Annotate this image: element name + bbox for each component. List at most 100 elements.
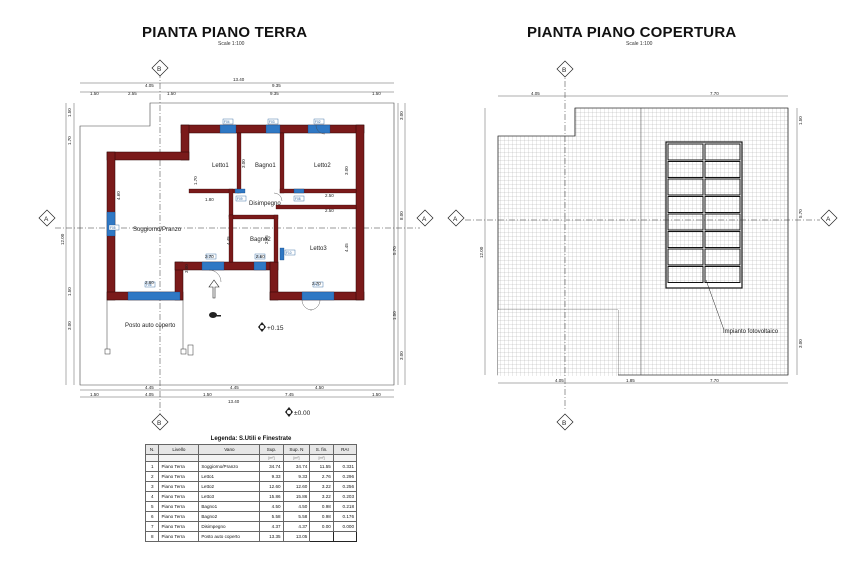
svg-text:A: A <box>453 216 458 223</box>
svg-text:1.70: 1.70 <box>193 176 198 185</box>
svg-text:2.50: 2.50 <box>325 208 334 213</box>
table-cell: Bagno2 <box>198 511 261 522</box>
table-cell: 13.35 <box>259 531 284 542</box>
dim-text: 1.50 <box>372 392 381 397</box>
pv-panel <box>667 196 704 213</box>
ground-floor-plan: 13.40 4.05 9.35 1.50 2.55 1.50 9.35 1.50… <box>38 59 434 431</box>
legend-title: Legenda: S.Utili e Finestrate <box>210 436 292 442</box>
pv-panel <box>667 143 704 161</box>
pv-panel <box>704 161 741 178</box>
table-cell: 4.50 <box>259 501 284 512</box>
dim-text: 5.70 <box>798 209 803 218</box>
pv-panel <box>704 143 741 161</box>
table-cell: Letto1 <box>198 471 261 482</box>
pv-panels <box>667 143 741 283</box>
svg-text:2.70: 2.70 <box>205 254 214 259</box>
table-cell: Soggiorno/Pranzo <box>198 461 261 472</box>
svg-text:B: B <box>157 420 161 427</box>
section-marker-b-bottom: B <box>151 413 169 431</box>
dim-text: 12.00 <box>479 246 484 258</box>
table-cell: Piano Terra <box>158 521 200 532</box>
table-cell: Piano Terra <box>158 531 200 542</box>
window-tag-text: F08 <box>295 197 301 201</box>
room-label-bagno2: Bagno2 <box>250 237 271 243</box>
svg-text:2.70: 2.70 <box>312 281 321 286</box>
table-cell <box>332 531 358 542</box>
dim-text: 7.70 <box>710 91 719 96</box>
pv-panel <box>704 196 741 213</box>
pv-panel <box>704 231 741 248</box>
table-cell: 6 <box>144 511 160 522</box>
dim-text: 9.35 <box>270 91 279 96</box>
table-cell: 4.37 <box>282 521 311 532</box>
room-label-letto1: Letto1 <box>212 163 229 169</box>
svg-text:3.00: 3.00 <box>184 264 189 273</box>
dim-text: 3.00 <box>399 351 404 360</box>
pv-panel <box>704 248 741 266</box>
svg-text:4.60: 4.60 <box>116 191 121 200</box>
room-label-soggiorno: Soggiorno/Pranzo <box>133 227 182 233</box>
unit-cell: [m²] <box>309 454 334 462</box>
dim-text: 4.45 <box>145 385 154 390</box>
table-cell: Piano Terra <box>158 481 200 492</box>
svg-text:3.00: 3.00 <box>241 159 246 168</box>
window-tag-text: F10 <box>286 251 292 255</box>
window-tag-text: F01 <box>256 255 262 259</box>
pv-panel <box>704 178 741 196</box>
dim-text: 8.00 <box>399 211 404 220</box>
svg-text:B: B <box>157 66 161 73</box>
roof-section-marker-a-left: A <box>447 209 465 227</box>
door-swings <box>208 124 326 311</box>
section-marker-a-left: A <box>38 209 56 227</box>
roof-section-marker-a-right: A <box>820 209 838 227</box>
unit-cell: [m²] <box>282 454 311 462</box>
legend-header: N. <box>144 444 160 455</box>
table-cell: 3 <box>144 481 160 492</box>
table-cell: 5.58 <box>259 511 284 522</box>
legend-header: Livello <box>158 444 200 455</box>
svg-text:2.60: 2.60 <box>256 254 265 259</box>
table-cell: Piano Terra <box>158 491 200 502</box>
pv-panel <box>667 178 704 196</box>
table-cell: 12.60 <box>282 481 311 492</box>
pv-panel <box>667 213 704 231</box>
table-cell: 4.37 <box>259 521 284 532</box>
pv-panel <box>704 213 741 231</box>
pv-panel <box>704 266 741 283</box>
unit-cell: [m²] <box>259 454 284 462</box>
table-cell: 4 <box>144 491 160 502</box>
svg-text:B: B <box>562 420 566 427</box>
svg-text:B: B <box>562 67 566 74</box>
window-tag-text: F03 <box>269 120 275 124</box>
svg-text:+0.15: +0.15 <box>267 325 284 332</box>
roof-dimension-lines <box>484 95 798 384</box>
roof-section-marker-b-bottom: B <box>556 413 574 431</box>
legend-header: Sup. <box>259 444 284 455</box>
table-cell: 7 <box>144 521 160 532</box>
pv-panel <box>667 248 704 266</box>
entry-arrow-icon <box>208 279 220 299</box>
section-marker-b-top: B <box>151 59 169 77</box>
dim-text: 1.85 <box>626 378 635 383</box>
legend-header: Vano <box>198 444 261 455</box>
interior-walls <box>188 132 357 263</box>
table-cell: Piano Terra <box>158 511 200 522</box>
pv-label: Impianto fotovoltaico <box>723 329 779 335</box>
window-tag-text: F02 <box>315 120 321 124</box>
window-tag-text: P01 <box>314 283 320 287</box>
roof-plan-title: PIANTA PIANO COPERTURA <box>527 24 737 41</box>
window-tag-text: F09 <box>237 197 243 201</box>
svg-text:A: A <box>44 216 49 223</box>
table-cell: 0.296 <box>332 471 358 482</box>
table-cell: 3.22 <box>309 491 334 502</box>
legend-header: RAI <box>332 444 358 455</box>
dim-text: 4.05 <box>145 392 154 397</box>
table-cell: 8 <box>144 531 160 542</box>
window-tag-text: F07 <box>207 255 213 259</box>
dim-text: 1.70 <box>67 136 72 145</box>
svg-text:1.80: 1.80 <box>205 197 214 202</box>
